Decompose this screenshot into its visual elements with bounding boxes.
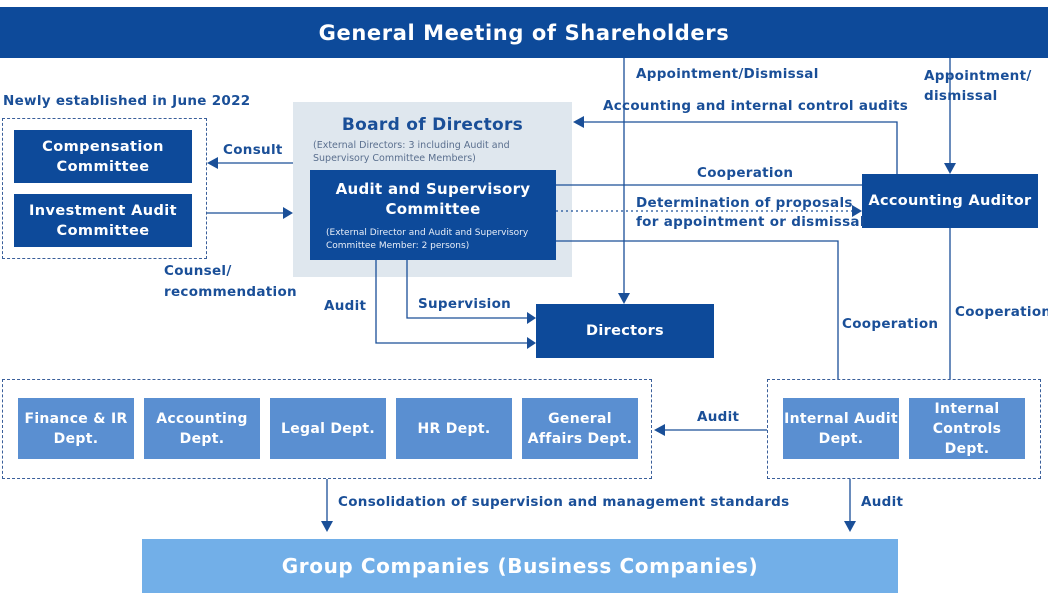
internal-audit-dept-label: Internal Audit Dept. <box>784 410 898 447</box>
label-determination-1: Determination of proposals <box>636 195 853 211</box>
accounting-auditor: Accounting Auditor <box>862 174 1038 228</box>
internal-audit-dept: Internal Audit Dept. <box>783 398 899 459</box>
arrowhead-audit-left <box>527 337 536 349</box>
line-audit-left <box>375 260 527 344</box>
board-title: Board of Directors <box>341 115 524 135</box>
line-supervision <box>406 260 527 319</box>
label-appointment-dismissal-lower-1: Appointment/ <box>924 68 1032 84</box>
arrowhead-audit-bottom <box>844 521 856 532</box>
new-committees-group <box>2 118 207 259</box>
label-audit-bottom: Audit <box>861 494 904 510</box>
directors-label: Directors <box>586 323 664 339</box>
line-cooperation-mid <box>556 240 839 379</box>
investment-audit-committee-label: Investment Audit Committee <box>28 202 178 239</box>
internal-controls-dept-label: Internal Controls Dept. <box>932 400 1002 457</box>
arrowhead-accounting-auditor <box>944 163 956 174</box>
label-cooperation-mid: Cooperation <box>842 316 939 332</box>
department-legal: Legal Dept. <box>270 398 386 459</box>
label-accounting-internal-audits: Accounting and internal control audits <box>603 98 909 114</box>
label-supervision: Supervision <box>418 296 512 312</box>
arrowhead-directors <box>618 293 630 304</box>
department-hr: HR Dept. <box>396 398 512 459</box>
label-consult: Consult <box>223 142 283 158</box>
line-accounting-audits <box>584 121 898 174</box>
arrowhead-supervision <box>527 312 536 324</box>
label-counsel-1: Counsel/ <box>164 263 232 279</box>
board-note: (External Directors: 3 including Audit a… <box>313 140 510 164</box>
general-meeting-label: General Meeting of Shareholders <box>318 20 730 45</box>
label-consolidation: Consolidation of supervision and managem… <box>338 494 790 510</box>
newly-established-label: Newly established in June 2022 <box>3 93 251 109</box>
department-legal-label: Legal Dept. <box>280 420 375 437</box>
arrowhead-accounting-audits <box>573 116 584 128</box>
accounting-auditor-label: Accounting Auditor <box>868 193 1032 209</box>
compensation-committee: Compensation Committee <box>14 130 192 183</box>
arrowhead-consolidation <box>321 521 333 532</box>
asc-title: Audit and Supervisory Committee <box>335 180 531 218</box>
audit-and-supervisory-committee: Audit and Supervisory Committee (Externa… <box>310 170 556 260</box>
label-appointment-dismissal: Appointment/Dismissal <box>636 66 819 82</box>
department-accounting: Accounting Dept. <box>144 398 260 459</box>
compensation-committee-label: Compensation Committee <box>42 138 164 175</box>
label-determination-2: for appointment or dismissal <box>636 214 865 230</box>
internal-audit-group <box>767 379 1041 479</box>
departments-group <box>2 379 652 479</box>
department-general-affairs: General Affairs Dept. <box>522 398 638 459</box>
department-accounting-label: Accounting Dept. <box>156 410 248 447</box>
general-meeting-of-shareholders: General Meeting of Shareholders <box>0 7 1048 58</box>
label-cooperation-top: Cooperation <box>697 165 794 181</box>
arrowhead-determination <box>852 205 862 217</box>
label-audit-left: Audit <box>324 298 367 314</box>
investment-audit-committee: Investment Audit Committee <box>14 194 192 247</box>
label-counsel-2: recommendation <box>164 284 297 300</box>
label-cooperation-right: Cooperation <box>955 304 1048 320</box>
department-finance-ir-label: Finance & IR Dept. <box>24 410 128 447</box>
department-general-affairs-label: General Affairs Dept. <box>527 410 633 447</box>
label-appointment-dismissal-lower-2: dismissal <box>924 88 998 104</box>
department-hr-label: HR Dept. <box>417 420 491 437</box>
directors: Directors <box>536 304 714 358</box>
arrowhead-counsel <box>283 207 293 219</box>
arrowhead-consult <box>207 157 218 169</box>
department-finance-ir: Finance & IR Dept. <box>18 398 134 459</box>
arrowhead-audit-depts <box>654 424 665 436</box>
group-companies-label: Group Companies (Business Companies) <box>281 554 759 578</box>
asc-note: (External Director and Audit and Supervi… <box>326 228 529 251</box>
internal-controls-dept: Internal Controls Dept. <box>909 398 1025 459</box>
group-companies: Group Companies (Business Companies) <box>142 539 898 593</box>
label-audit-depts: Audit <box>697 409 740 425</box>
